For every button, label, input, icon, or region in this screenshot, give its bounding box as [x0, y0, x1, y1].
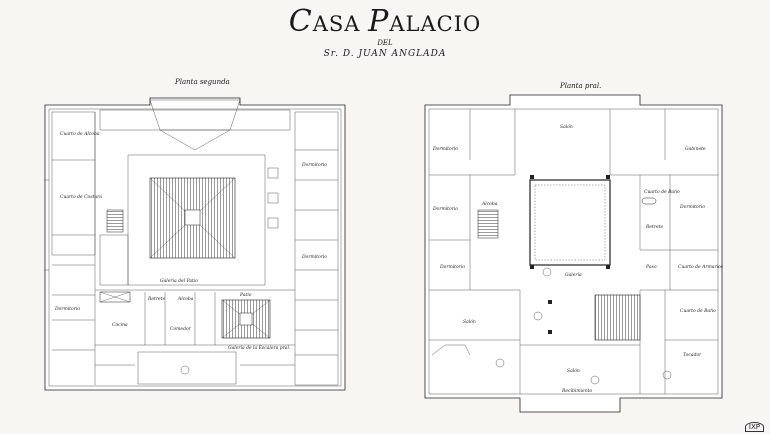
right-label-salon-bottom: Salón	[567, 367, 580, 374]
right-plan-label: Planta pral.	[560, 82, 602, 90]
right-label-dormitorio-4: Dormitorio	[679, 204, 705, 210]
right-label-cuarto-de-bano: Cuarto de Baño	[644, 188, 680, 195]
left-label-dormitorio-right: Dormitorio	[301, 254, 327, 260]
left-label-cocina: Cocina	[112, 322, 128, 328]
right-label-dormitorio-1: Dormitorio	[432, 146, 458, 152]
right-label-cuarto-armarios: Cuarto de Armarios	[678, 264, 724, 270]
right-label-alcoba: Alcoba	[481, 201, 498, 207]
left-label-galeria-patio: Galería del Patio	[160, 277, 198, 284]
right-label-tocador: Tocador	[683, 352, 702, 358]
left-plan-label: Planta segunda	[175, 78, 230, 86]
left-label-comedor: Comedor	[170, 326, 192, 332]
left-label-retrete: Retrete	[147, 296, 165, 302]
title-word-asa: ASA	[312, 12, 369, 36]
left-label-alcoba: Alcoba	[177, 296, 194, 302]
right-room-labels: Salón Gabinete Dormitorio Dormitorio Dor…	[432, 123, 724, 394]
right-floor-plan	[424, 94, 723, 413]
right-label-retrete: Retrete	[645, 224, 663, 230]
title-del: DEL	[377, 39, 393, 47]
plan-title: CASA PALACIO	[0, 4, 770, 39]
left-label-galeria-escalera: Galería de la Escalera pral.	[228, 344, 291, 351]
left-floor-plan	[44, 97, 346, 391]
title-word-alacio: ALACIO	[389, 12, 482, 36]
right-label-galeria: Galería	[565, 271, 582, 278]
right-label-salon-top: Salón	[560, 123, 573, 130]
left-room-labels: Cuarto de Alcoba Cuarto de Costura Dormi…	[54, 131, 327, 351]
left-label-dormitorio-top-right: Dormitorio	[301, 162, 327, 168]
owner-name: Sr. D. JUAN ANGLADA	[323, 49, 447, 59]
right-label-recibimiento: Recibimiento	[561, 388, 592, 394]
right-label-cuarto-de-bano-2: Cuarto de Baño	[680, 307, 716, 314]
right-label-salon-left: Salón	[463, 318, 476, 325]
right-label-gabinete: Gabinete	[685, 146, 706, 152]
title-initial-p: P	[368, 4, 390, 39]
left-label-patio: Patio	[239, 292, 252, 298]
right-label-paso: Paso	[645, 264, 657, 270]
title-initial-c: C	[288, 4, 313, 39]
right-label-dormitorio-3: Dormitorio	[439, 264, 465, 270]
right-label-dormitorio-2: Dormitorio	[432, 206, 458, 212]
left-label-cuarto-alcoba: Cuarto de Alcoba	[60, 131, 100, 137]
left-label-dormitorio: Dormitorio	[54, 306, 80, 312]
left-label-cuarto-costura: Cuarto de Costura	[60, 194, 102, 200]
archive-stamp: IXP	[744, 422, 764, 432]
